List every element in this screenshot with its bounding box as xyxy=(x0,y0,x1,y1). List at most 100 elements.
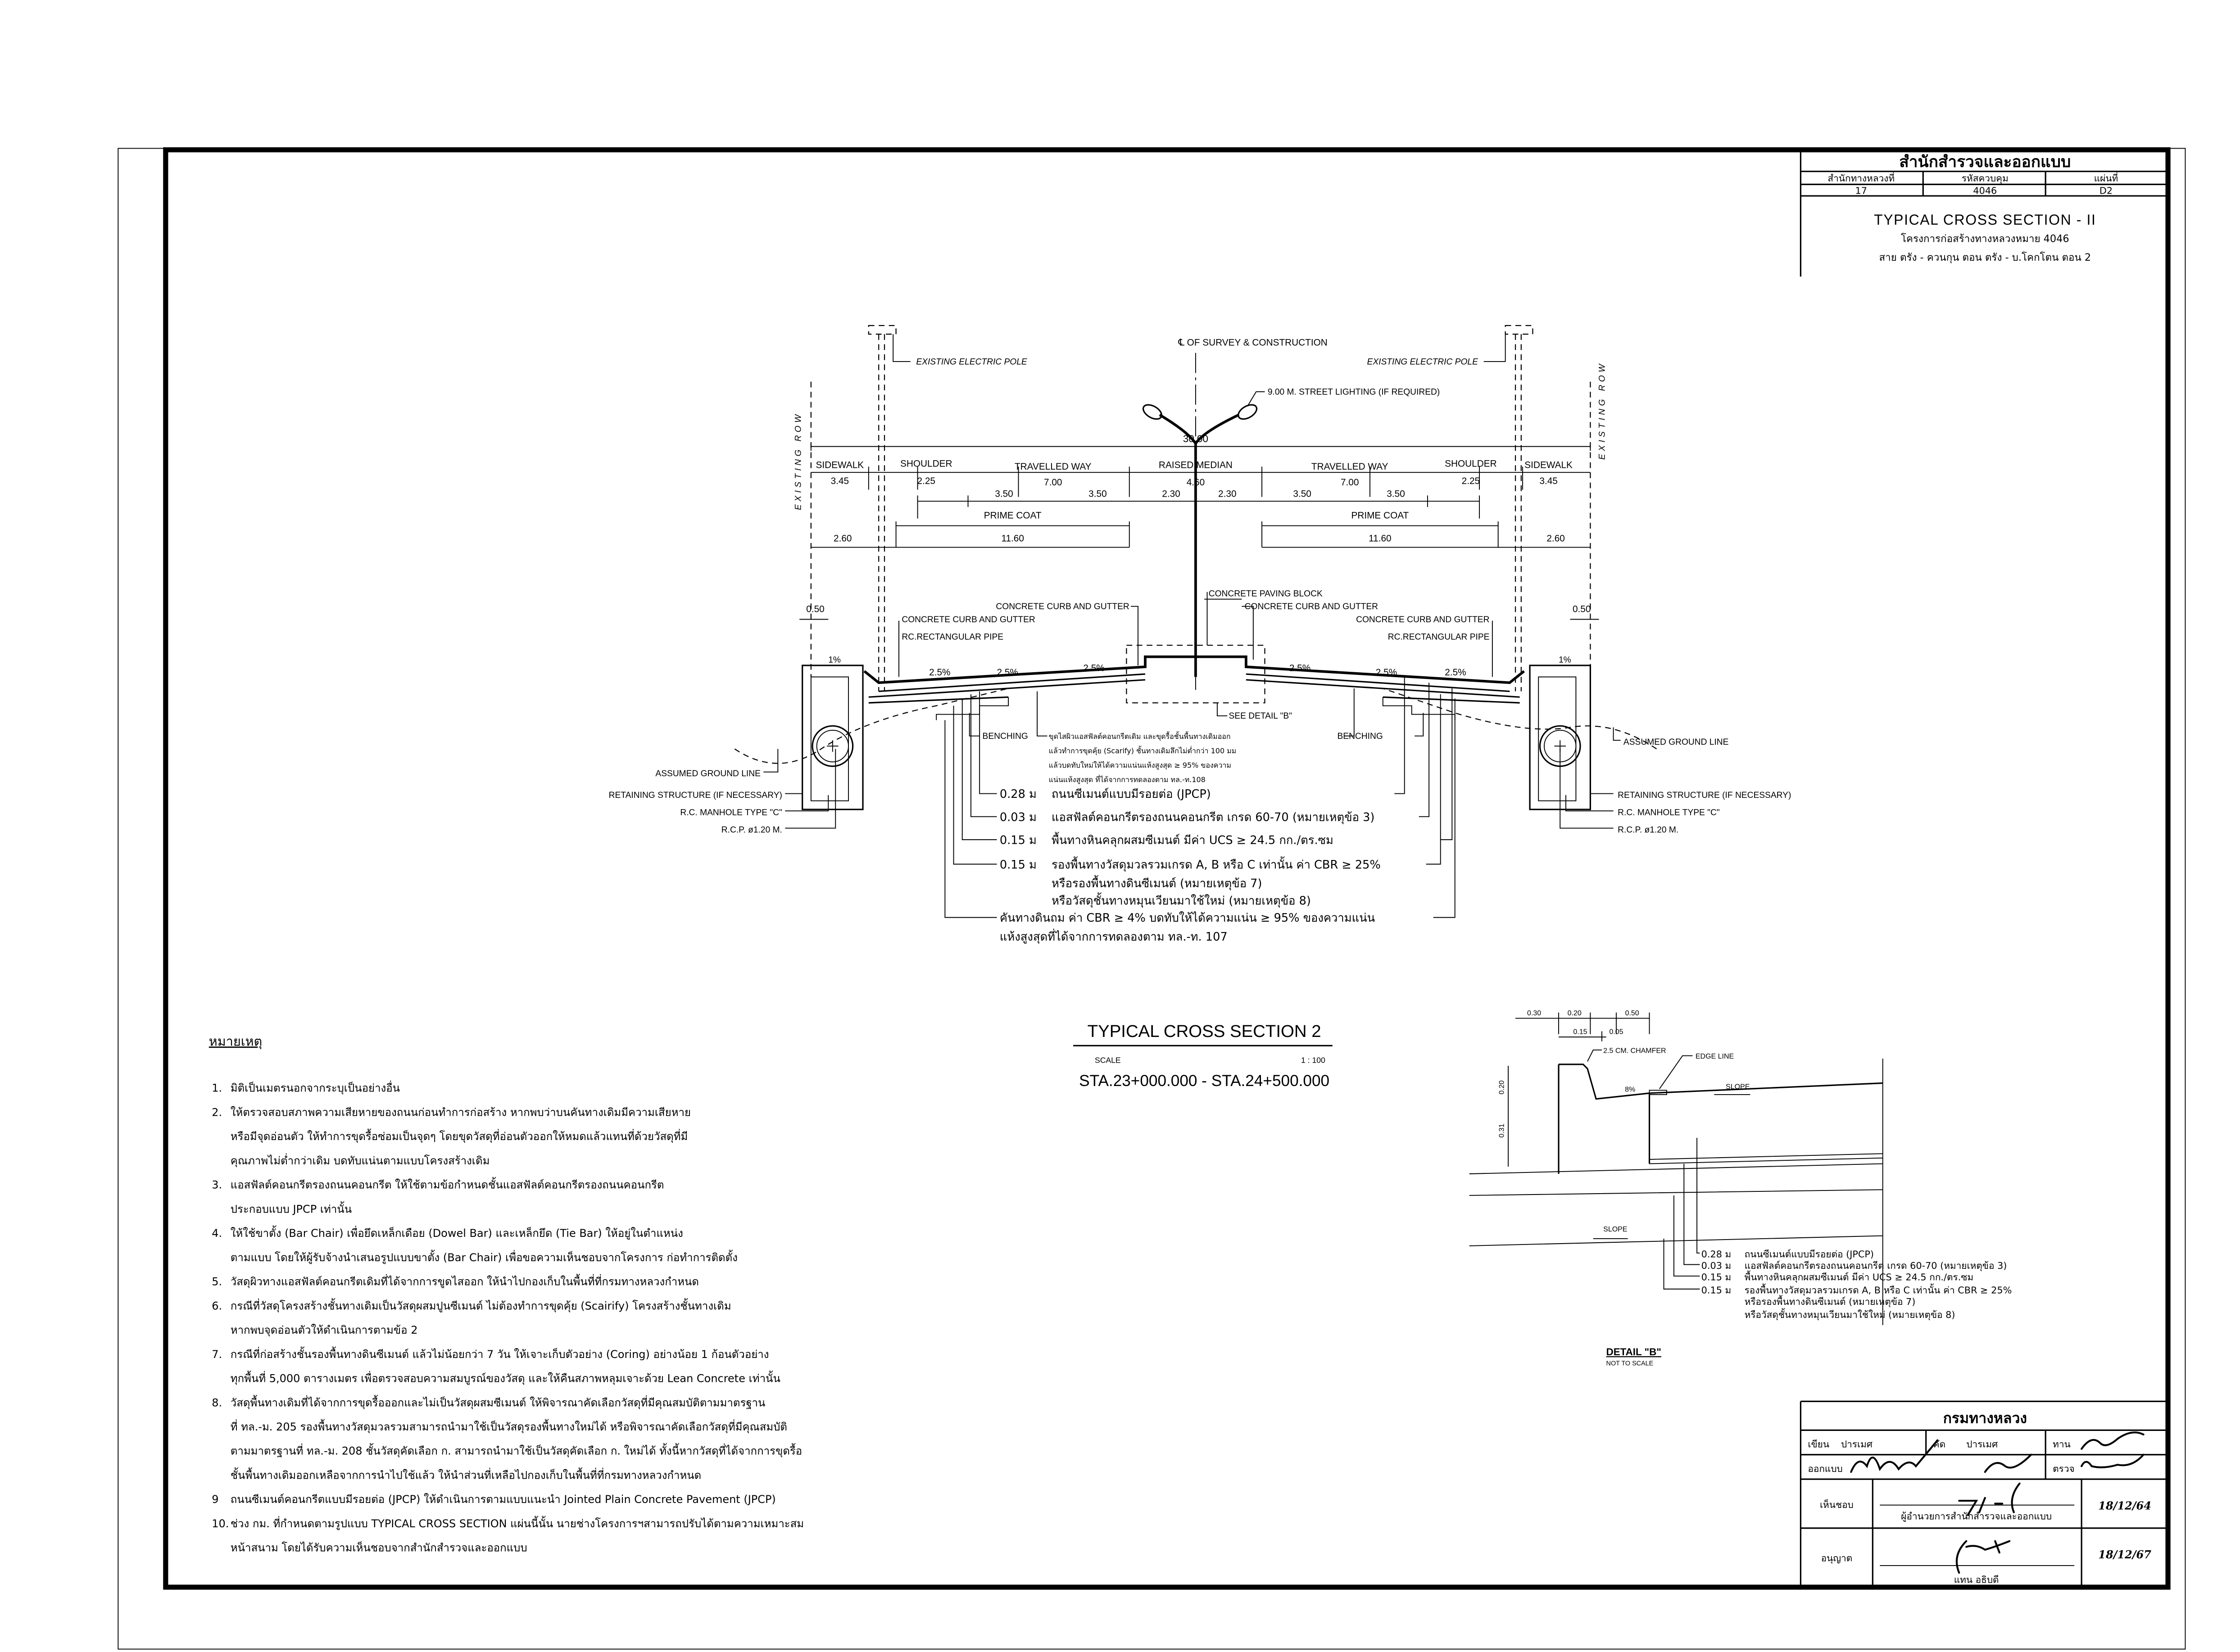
element-value: 7.00 xyxy=(1044,477,1062,488)
control-code-value: 4046 xyxy=(1973,185,1997,196)
detail-layer-thickness: 0.03 ม xyxy=(1701,1260,1732,1271)
slope-lane: 2.5% xyxy=(1083,663,1104,674)
layer-thickness: 0.15 ม xyxy=(1000,858,1037,872)
design-label: ออกแบบ xyxy=(1808,1463,1842,1474)
layer-callouts: 0.28 ม ถนนซีเมนต์แบบมีรอยต่อ (JPCP) 0.03… xyxy=(1000,788,1381,944)
co-designer-signature xyxy=(1984,1453,2032,1473)
element-label: SHOULDER xyxy=(900,458,952,469)
callout-rcp-left: R.C.P. ø1.20 M. xyxy=(721,825,782,835)
element-value: 2.25 xyxy=(917,476,935,486)
slope-label: SLOPE xyxy=(1603,1226,1627,1233)
element-value: 3.45 xyxy=(831,476,849,486)
drawn-label: เขียน xyxy=(1808,1439,1829,1450)
agree-title: ผู้อำนวยการสำนักสำรวจและออกแบบ xyxy=(1901,1511,2052,1522)
layer-thickness: 0.28 ม xyxy=(1000,788,1037,801)
detail-b: 0.30 0.20 0.50 0.15 0.05 0.20 0.31 2.5 C… xyxy=(1469,1009,2012,1367)
element-value: 4.60 xyxy=(1187,477,1205,488)
section-title-block: TYPICAL CROSS SECTION 2 SCALE 1 : 100 ST… xyxy=(1073,1022,1333,1090)
notes: หมายเหตุ 1.มิติเป็นเมตรนอกจากระบุเป็นอย่… xyxy=(209,1033,804,1554)
scarify-note: ขุดไสผิวแอสฟัลต์คอนกรีตเดิม และขุดรื้อชั… xyxy=(1049,731,1237,784)
prime-width-left: 11.60 xyxy=(1001,534,1024,544)
lane-dimensions: 3.50 3.50 2.30 2.30 3.50 3.50 xyxy=(995,489,1405,499)
layer-desc: หรือวัสดุชั้นทางหมุนเวียนมาใช้ใหม่ (หมาย… xyxy=(1052,892,1311,908)
row-label-right: EXISTING ROW xyxy=(1597,361,1607,460)
prime-coat-left: PRIME COAT xyxy=(984,511,1042,521)
note-number: 5. xyxy=(212,1276,222,1288)
lane-value: 3.50 xyxy=(995,489,1013,499)
scarify-note-line: แน่นแห้งสูงสุด ที่ได้จากการทดลองตาม ทล.-… xyxy=(1049,774,1206,784)
slope-label: SLOPE xyxy=(1726,1083,1750,1091)
col-header-district: สำนักทางหลวงที่ xyxy=(1827,172,1895,184)
detail-dim: 0.15 xyxy=(1573,1028,1587,1036)
centerline-label: ℄ OF SURVEY & CONSTRUCTION xyxy=(1178,338,1328,348)
note-line: ประกอบแบบ JPCP เท่านั้น xyxy=(231,1201,352,1215)
callout-ground-line-right: ASSUMED GROUND LINE xyxy=(1623,738,1728,747)
scarify-note-line: แล้วทำการขุดคุ้ย (Scarify) ชั้นทางเดิมลึ… xyxy=(1049,746,1237,756)
note-number: 9 xyxy=(212,1493,218,1506)
layer-thickness: 0.15 ม xyxy=(1000,833,1037,847)
prime-width-right: 11.60 xyxy=(1369,534,1391,544)
col-header-sheet: แผ่นที่ xyxy=(2094,172,2118,184)
layer-desc: แอสฟัลต์คอนกรีตรองถนนคอนกรีต เกรด 60-70 … xyxy=(1052,810,1374,824)
note-line: มิติเป็นเมตรนอกจากระบุเป็นอย่างอื่น xyxy=(231,1081,400,1095)
note-line: หน้าสนาม โดยได้รับความเห็นชอบจากสำนักสำร… xyxy=(231,1541,527,1554)
slope-lane: 2.5% xyxy=(929,667,950,678)
sheet-value: D2 xyxy=(2099,185,2113,196)
agree-label: เห็นชอบ xyxy=(1820,1498,1854,1510)
scale-value: 1 : 100 xyxy=(1301,1056,1325,1065)
note-line: ให้ใช้ขาตั้ง (Bar Chair) เพื่อยึดเหล็กเด… xyxy=(231,1225,683,1240)
scarify-note-line: ขุดไสผิวแอสฟัลต์คอนกรีตเดิม และขุดรื้อชั… xyxy=(1049,731,1231,741)
detail-layer-thickness: 0.15 ม xyxy=(1701,1272,1732,1283)
note-number: 4. xyxy=(212,1227,222,1240)
prime-coat-right: PRIME COAT xyxy=(1351,511,1409,521)
note-line: หรือมีจุดอ่อนตัว ให้ทำการขุดรื้อซ่อมเป็น… xyxy=(231,1128,688,1143)
note-line: ถนนซีเมนต์คอนกรีตแบบมีรอยต่อ (JPCP) ให้ด… xyxy=(231,1493,776,1506)
scale-label: SCALE xyxy=(1095,1056,1121,1065)
detail-layers: 0.28 ม ถนนซีเมนต์แบบมีรอยต่อ (JPCP) 0.03… xyxy=(1701,1249,2012,1321)
traced-by: ปารเมศ xyxy=(1966,1439,1998,1450)
detail-layer-desc: แอสฟัลต์คอนกรีตรองถนนคอนกรีต เกรด 60-70 … xyxy=(1745,1260,2007,1272)
note-line: วัสดุพื้นทางเดิมที่ได้จากการขุดรื้อออกแล… xyxy=(231,1394,766,1409)
note-line: หากพบจุดอ่อนตัวให้ดำเนินการตามข้อ 2 xyxy=(231,1324,418,1337)
callout-manhole-right: R.C. MANHOLE TYPE "C" xyxy=(1618,808,1720,818)
detail-layer-thickness: 0.28 ม xyxy=(1701,1249,1732,1260)
note-line: ช่วง กม. ที่กำหนดตามรูปแบบ TYPICAL CROSS… xyxy=(231,1516,804,1530)
director-signature xyxy=(1958,1482,2021,1516)
callout-curb-gutter: CONCRETE CURB AND GUTTER xyxy=(1356,615,1489,625)
detail-dim: 0.20 xyxy=(1498,1080,1505,1094)
electric-pole-left xyxy=(868,325,911,692)
layer-desc: พื้นทางหินคลุกผสมซีเมนต์ มีค่า UCS ≥ 24.… xyxy=(1052,832,1333,847)
note-line: ที่ ทล.-ม. 205 รองพื้นทางวัสดุมวลรวมสามา… xyxy=(231,1419,787,1434)
reviewer-signature xyxy=(2081,1431,2145,1450)
frame-border xyxy=(163,147,2171,1590)
detail-dim: 0.05 xyxy=(1609,1028,1623,1036)
element-dimensions: SIDEWALK 3.45 SHOULDER 2.25 TRAVELLED WA… xyxy=(816,458,1573,488)
approver-signature xyxy=(1955,1540,2011,1574)
detail-dim: 0.31 xyxy=(1498,1123,1505,1137)
note-number: 6. xyxy=(212,1299,222,1312)
callout-benching-left: BENCHING xyxy=(983,732,1028,741)
note-line: แอสฟัลต์คอนกรีตรองถนนคอนกรีต ให้ใช้ตามข้… xyxy=(231,1177,664,1191)
slope-lane: 2.5% xyxy=(1289,663,1310,674)
layer-desc: รองพื้นทางวัสดุมวลรวมเกรด A, B หรือ C เท… xyxy=(1052,856,1381,872)
slope-lane: 2.5% xyxy=(997,667,1018,678)
callout-curb-gutter: CONCRETE CURB AND GUTTER xyxy=(1245,602,1378,611)
total-width: 30.00 xyxy=(1183,433,1208,444)
col-header-control-code: รหัสควบคุม xyxy=(1962,173,2009,184)
note-line: ชั้นพื้นทางเดิมออกเหลือจากการนำไปใช้แล้ว… xyxy=(231,1467,701,1481)
callout-retaining-left: RETAINING STRUCTURE (IF NECESSARY) xyxy=(609,791,782,800)
notes-heading: หมายเหตุ xyxy=(209,1033,262,1049)
checker-signature xyxy=(2081,1453,2145,1468)
slope-lane: 2.5% xyxy=(1376,667,1397,678)
note-number: 2. xyxy=(212,1106,222,1118)
note-number: 7. xyxy=(212,1348,222,1361)
note-line: กรณีที่ก่อสร้างชั้นรองพื้นทางดินซีเมนต์ … xyxy=(231,1346,769,1361)
reviewed-label: ทาน xyxy=(2053,1439,2071,1450)
lane-value: 3.50 xyxy=(1387,489,1405,499)
detail-subtitle: NOT TO SCALE xyxy=(1606,1360,1654,1367)
offset-left: 0.50 xyxy=(806,604,824,614)
pole-left-label: EXISTING ELECTRIC POLE xyxy=(916,357,1027,367)
callout-ground-line-left: ASSUMED GROUND LINE xyxy=(655,769,760,778)
manhole-left xyxy=(802,665,864,810)
